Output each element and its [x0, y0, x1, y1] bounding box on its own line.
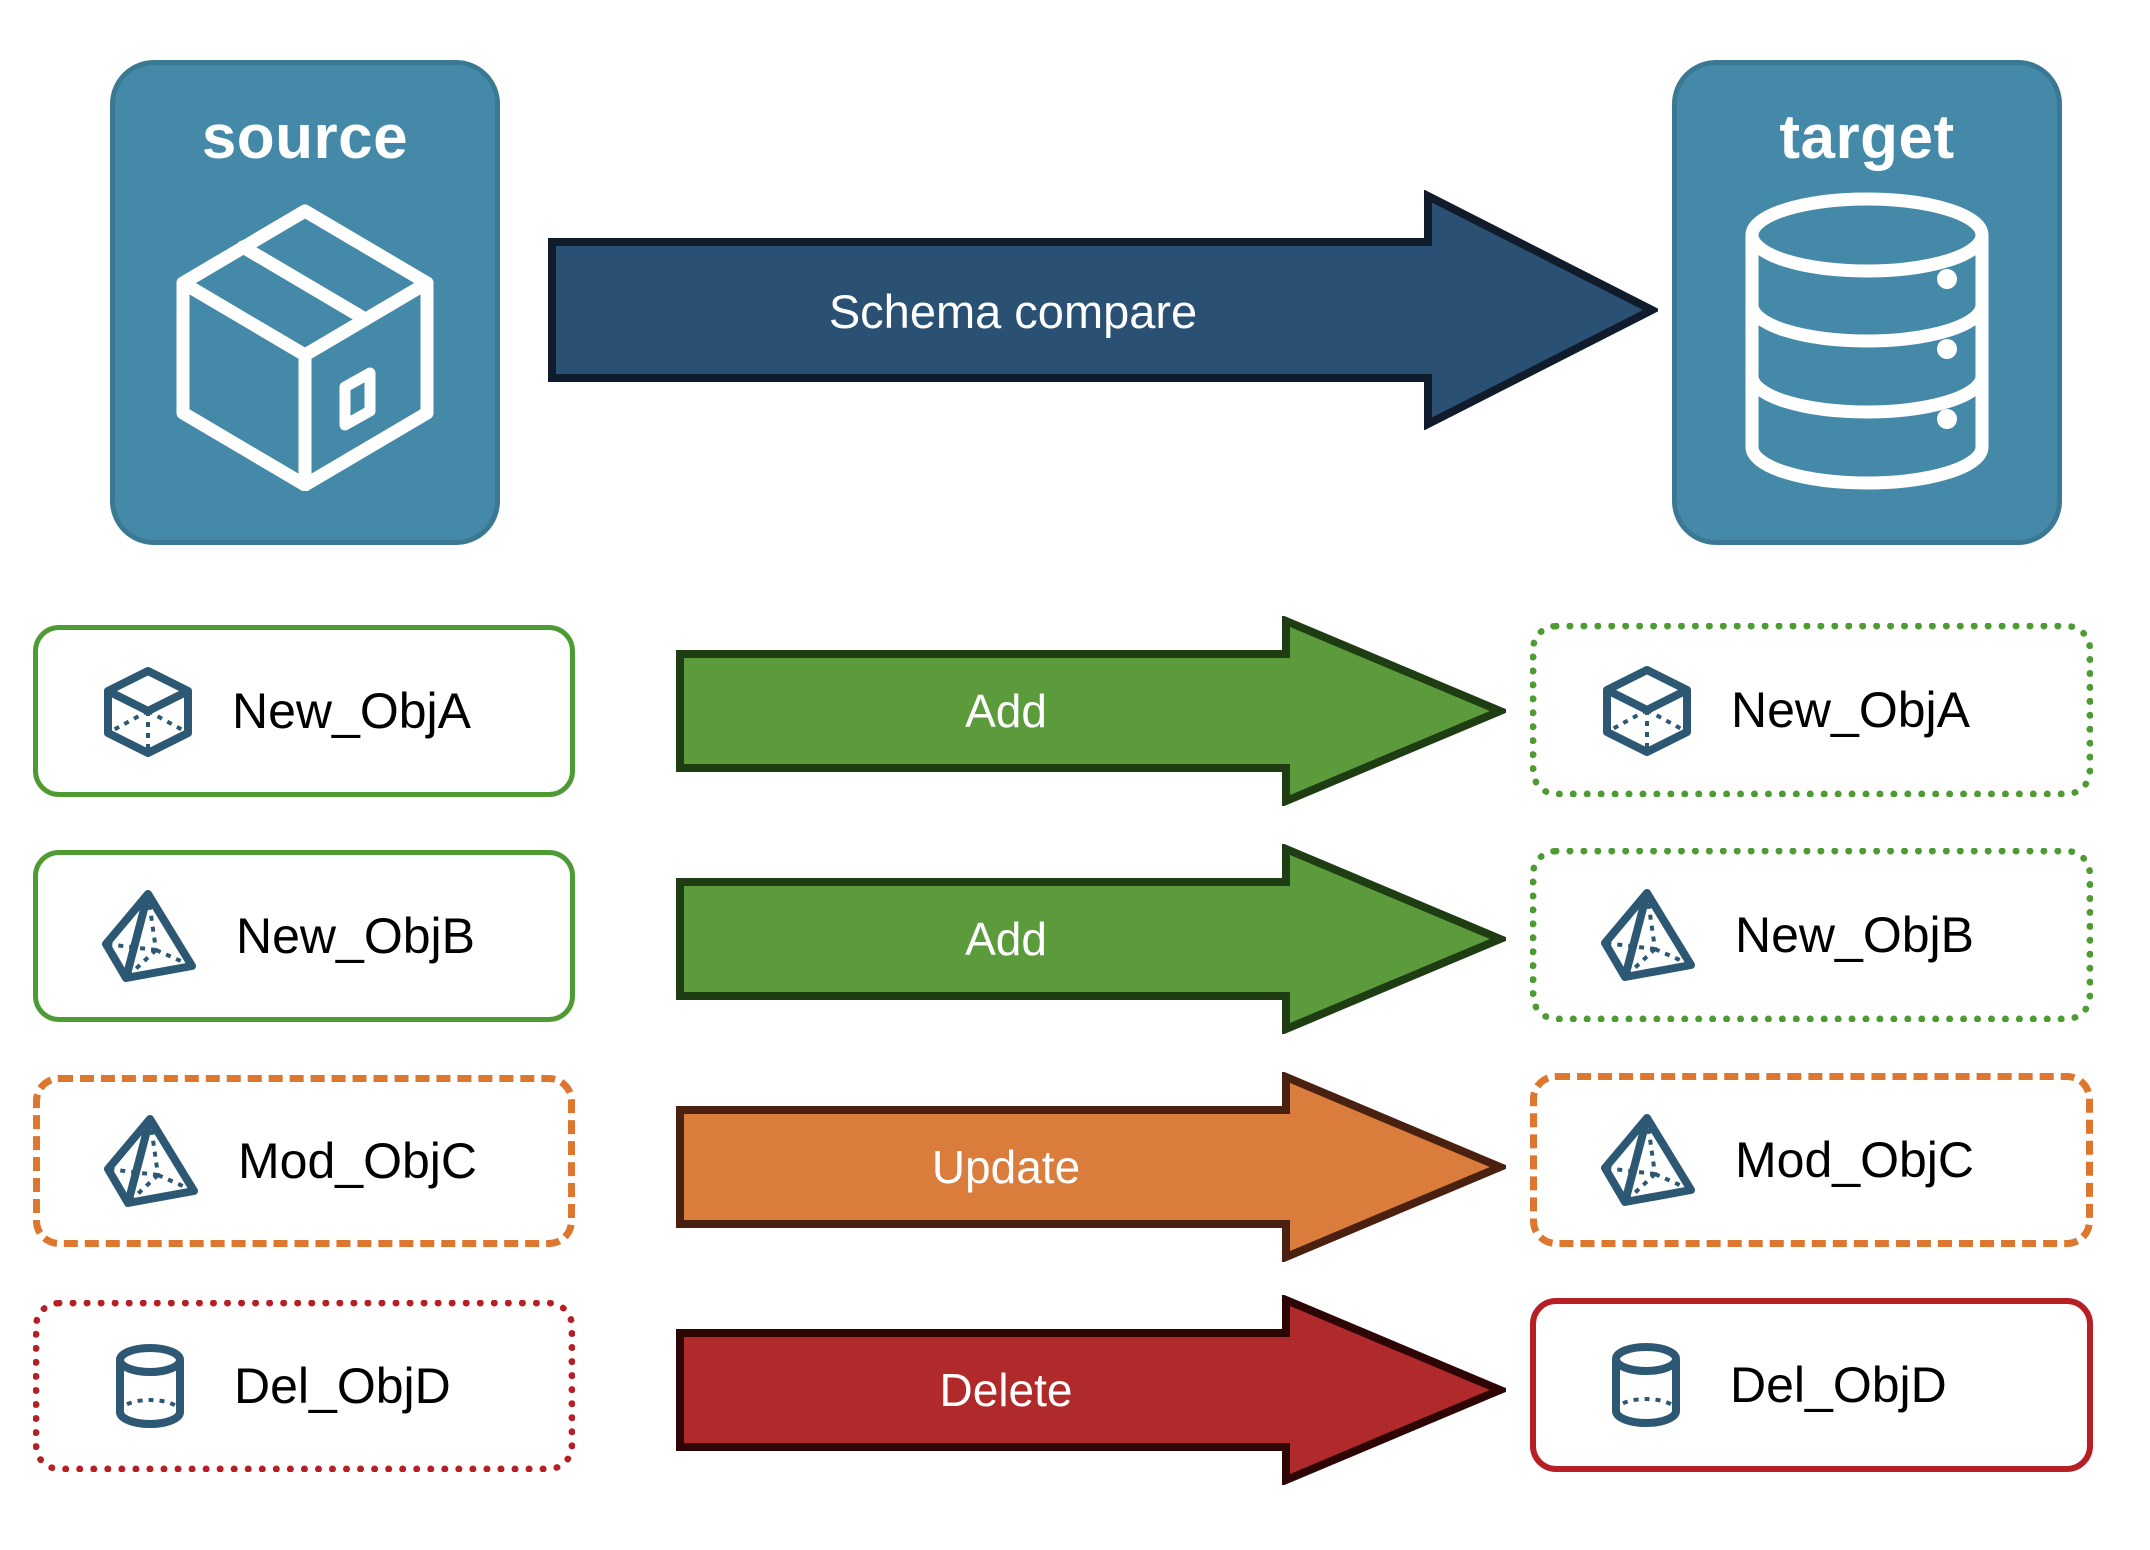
wireframe-cylinder-icon	[102, 1338, 198, 1434]
target-endpoint-card: target	[1672, 60, 2062, 545]
target-title: target	[1779, 103, 1955, 172]
action-label-row-0: Add	[965, 685, 1047, 737]
database-cylinder-icon	[1737, 191, 1997, 496]
wireframe-cylinder-icon	[1598, 1337, 1694, 1433]
target-chip-row-1[interactable]: New_ObjB	[1530, 848, 2093, 1022]
wireframe-cube-icon	[100, 663, 196, 759]
action-arrow-row-3: Delete	[676, 1293, 1511, 1487]
action-label-row-1: Add	[965, 913, 1047, 965]
action-arrow-row-0: Add	[676, 614, 1511, 808]
schema-compare-label: Schema compare	[828, 285, 1198, 338]
package-cube-icon	[165, 191, 445, 496]
wireframe-pyramid-icon	[1599, 887, 1699, 983]
target-chip-label-row-1: New_ObjB	[1735, 907, 1974, 963]
action-arrow-row-2: Update	[676, 1070, 1511, 1264]
source-title: source	[201, 103, 409, 172]
target-chip-label-row-3: Del_ObjD	[1730, 1357, 1947, 1413]
wireframe-cube-icon	[1599, 662, 1695, 758]
target-chip-label-row-2: Mod_ObjC	[1735, 1132, 1974, 1188]
action-label-row-2: Update	[931, 1141, 1081, 1193]
source-chip-row-1[interactable]: New_ObjB	[33, 850, 575, 1022]
wireframe-pyramid-icon	[102, 1113, 202, 1209]
source-chip-label-row-1: New_ObjB	[236, 908, 475, 964]
source-chip-label-row-2: Mod_ObjC	[238, 1133, 477, 1189]
target-chip-row-2[interactable]: Mod_ObjC	[1530, 1073, 2093, 1247]
wireframe-pyramid-icon	[1599, 1112, 1699, 1208]
source-chip-row-0[interactable]: New_ObjA	[33, 625, 575, 797]
source-chip-label-row-3: Del_ObjD	[234, 1358, 451, 1414]
source-chip-row-2[interactable]: Mod_ObjC	[33, 1075, 575, 1247]
schema-compare-arrow: Schema compare	[548, 189, 1661, 431]
source-endpoint-card: source	[110, 60, 500, 545]
target-chip-row-3[interactable]: Del_ObjD	[1530, 1298, 2093, 1472]
source-chip-row-3[interactable]: Del_ObjD	[33, 1300, 575, 1472]
wireframe-pyramid-icon	[100, 888, 200, 984]
target-chip-label-row-0: New_ObjA	[1731, 682, 1970, 738]
source-chip-label-row-0: New_ObjA	[232, 683, 471, 739]
target-chip-row-0[interactable]: New_ObjA	[1530, 623, 2093, 797]
action-arrow-row-1: Add	[676, 842, 1511, 1036]
action-label-row-3: Delete	[939, 1364, 1073, 1416]
